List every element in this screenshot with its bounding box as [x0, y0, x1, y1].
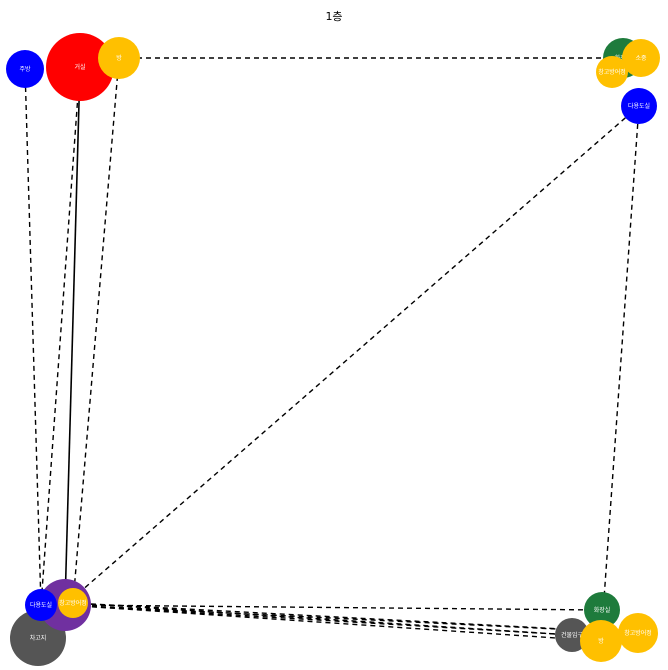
- node-circle: [25, 589, 57, 621]
- node-label: 창고방어정: [624, 629, 652, 637]
- node-circle: [58, 588, 88, 618]
- node-label: 거실: [74, 63, 85, 71]
- node-multi-bl: 다용도실: [25, 589, 57, 621]
- nodes-layer: 거실방주방화장실소중창고방어정다용도실차고지다용도실창고방어정화장실건물입구방창…: [6, 33, 660, 666]
- node-label: 다용도실: [30, 601, 52, 609]
- node-store-bl: 창고방어정: [58, 588, 88, 618]
- node-room-br: 방: [580, 620, 622, 662]
- node-circle: [6, 50, 44, 88]
- node-label: 다용도실: [628, 102, 650, 110]
- node-living: 거실: [46, 33, 114, 101]
- node-label: 방: [116, 54, 122, 62]
- node-label: 주방: [19, 65, 31, 73]
- edge-n-kitchen-n-multi-bl: [24, 68, 42, 606]
- node-label: 창고방어정: [598, 68, 626, 76]
- edge-n-multi-r-n-room-br: [600, 105, 640, 642]
- edge-n-store-bl-n-entrance: [72, 602, 573, 636]
- node-bath-br: 화장실: [584, 592, 620, 628]
- edge-n-room-top-n-store-bl: [72, 57, 120, 604]
- node-label: 건물입구: [561, 631, 584, 639]
- node-circle: [596, 56, 628, 88]
- node-circle: [618, 613, 658, 653]
- edge-n-purple-n-room-br: [64, 604, 602, 642]
- node-circle: [580, 620, 622, 662]
- node-label: 화장실: [594, 606, 611, 614]
- node-kitchen: 주방: [6, 50, 44, 88]
- node-circle: [584, 592, 620, 628]
- node-circle: [98, 37, 140, 79]
- node-multi-r: 다용도실: [621, 88, 657, 124]
- node-label: 방: [598, 637, 604, 645]
- diagram-title: 1층: [325, 10, 342, 23]
- node-store-tr: 창고방어정: [596, 56, 628, 88]
- edges-layer: [24, 57, 640, 642]
- edge-n-living-n-multi-bl: [40, 66, 81, 606]
- node-circle: [46, 33, 114, 101]
- node-store-br: 창고방어정: [618, 613, 658, 653]
- node-label: 소중: [635, 55, 647, 62]
- edge-n-multi-r-n-purple: [64, 105, 640, 606]
- edge-n-living-n-purple: [64, 66, 81, 606]
- edge-n-store-bl-n-store-br: [72, 602, 639, 634]
- node-y-tr: 소중: [622, 39, 660, 77]
- node-room-top: 방: [98, 37, 140, 79]
- node-label: 창고방어정: [59, 599, 87, 607]
- node-circle: [621, 88, 657, 124]
- node-circle: [622, 39, 660, 77]
- node-label: 차고지: [30, 634, 47, 642]
